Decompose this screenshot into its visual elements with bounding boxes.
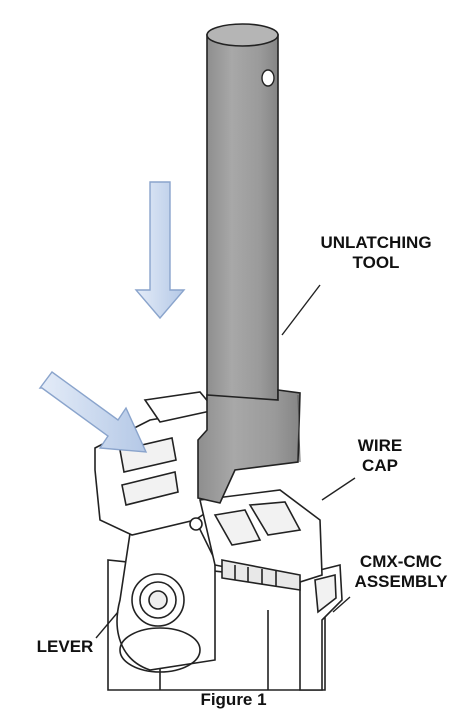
figure-caption: Figure 1 bbox=[200, 690, 267, 709]
wire-cap-part bbox=[199, 489, 323, 591]
cmx-cmc-line-2: ASSEMBLY bbox=[354, 572, 448, 591]
leader-lines bbox=[95, 284, 356, 639]
wire-cap-line-1: WIRE bbox=[357, 436, 403, 455]
unlatching-tool-part bbox=[197, 23, 301, 504]
unlatching-tool-line-1: UNLATCHING bbox=[320, 233, 432, 252]
cmx-cmc-line-1: CMX-CMC bbox=[359, 552, 443, 571]
cmx-cmc-bracket bbox=[299, 563, 343, 691]
cmx-cmc-assembly-label: CMX-CMC ASSEMBLY bbox=[342, 552, 460, 592]
unlatching-tool-line-2: TOOL bbox=[352, 253, 400, 272]
wire-cap-label: WIRE CAP bbox=[340, 436, 420, 476]
lever-line: LEVER bbox=[36, 637, 94, 656]
lever-part bbox=[116, 504, 216, 673]
wire-cap-line-2: CAP bbox=[362, 456, 398, 475]
latch-frame bbox=[94, 391, 217, 536]
lever-label: LEVER bbox=[30, 637, 100, 657]
unlatching-tool-label: UNLATCHING TOOL bbox=[306, 233, 446, 273]
push-arrow-icon bbox=[38, 371, 148, 453]
down-arrow-icon bbox=[134, 181, 186, 320]
